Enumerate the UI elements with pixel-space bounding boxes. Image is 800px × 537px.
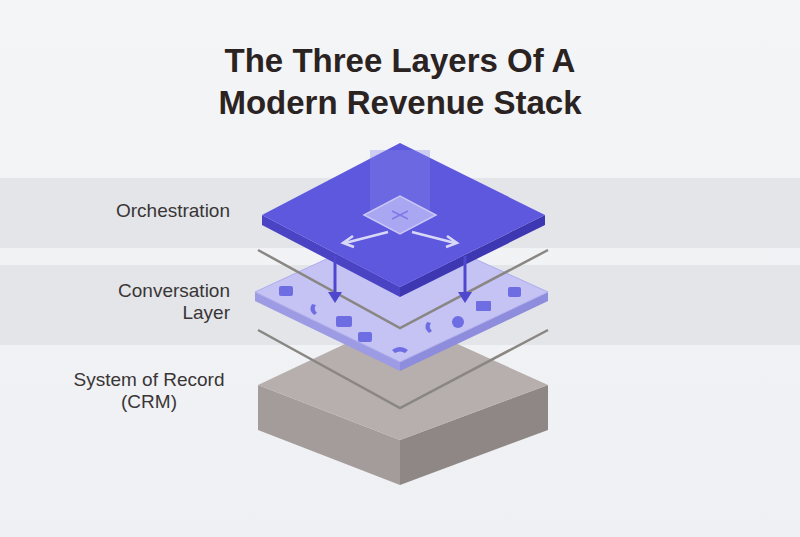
phone-icon <box>310 304 317 315</box>
hub-icon <box>364 196 436 234</box>
diagram-title: The Three Layers Of A Modern Revenue Sta… <box>180 40 620 124</box>
spread-arrows <box>343 232 457 247</box>
down-arrows <box>328 256 472 303</box>
down-arrow <box>464 256 467 294</box>
slab-top-face <box>262 143 545 287</box>
chat-icon <box>358 332 372 342</box>
arrow-head <box>343 236 354 247</box>
hub-arrow <box>392 211 408 219</box>
arrow-head <box>328 292 342 303</box>
mail-icon <box>476 301 491 311</box>
chat-icon <box>336 316 352 327</box>
chat-icon <box>508 287 521 297</box>
hub-arrows <box>392 211 408 219</box>
phone-icon <box>392 347 408 353</box>
arrow-head <box>458 292 472 303</box>
bubble-icon <box>452 316 464 328</box>
layer-label: System of Record (CRM) <box>64 369 234 413</box>
phone-icon <box>425 322 432 333</box>
hub-arrow <box>392 211 408 219</box>
down-arrow <box>334 256 337 294</box>
layer-label: Conversation Layer <box>95 280 230 324</box>
layer-label: Orchestration <box>60 200 230 222</box>
arrow-head <box>446 236 457 247</box>
chat-icon <box>279 286 293 296</box>
